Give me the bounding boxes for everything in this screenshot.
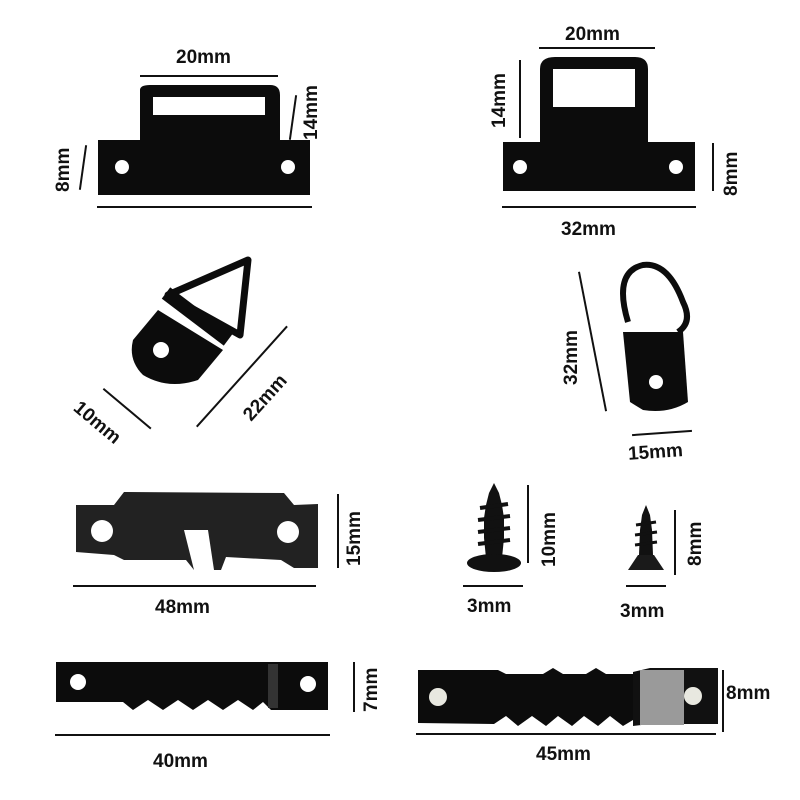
dim-label-base-height: 8mm: [721, 151, 742, 196]
dim-line: [674, 510, 676, 575]
dim-line: [78, 145, 88, 190]
ring-hanger-icon: [98, 85, 310, 195]
dim-line: [626, 585, 666, 587]
dim-label-ring-height: 14mm: [301, 85, 322, 140]
plate-hanger-icon: [76, 492, 318, 570]
dim-line: [722, 670, 724, 732]
dim-line: [632, 429, 692, 437]
dim-line: [712, 143, 714, 191]
dim-label-height: 8mm: [726, 683, 771, 704]
dim-label-ring-width: 20mm: [176, 47, 231, 68]
dim-line: [578, 271, 608, 412]
dim-line: [539, 47, 655, 49]
dim-line: [55, 734, 330, 736]
dim-label-length: 8mm: [685, 521, 706, 566]
dim-label-width: 45mm: [536, 744, 591, 765]
dim-line: [416, 733, 716, 735]
dim-label-height: 15mm: [344, 511, 365, 566]
dim-label-height: 7mm: [361, 667, 382, 712]
dim-line: [502, 206, 696, 208]
dim-line: [463, 585, 523, 587]
dim-label-ring-width: 20mm: [565, 24, 620, 45]
dim-line: [97, 206, 312, 208]
dim-line: [519, 60, 521, 138]
dim-label-length: 32mm: [561, 330, 582, 385]
dim-line: [527, 485, 529, 563]
dim-label-length: 10mm: [539, 512, 560, 567]
screw-icon: [467, 483, 521, 572]
sawtooth-strip-icon: [56, 662, 328, 710]
dim-label-width: 15mm: [627, 440, 684, 465]
dim-line: [73, 585, 316, 587]
dim-line: [140, 75, 278, 77]
dim-label-total-height: 14mm: [489, 73, 510, 128]
dim-label-width: 40mm: [153, 751, 208, 772]
d-ring-icon: [620, 261, 690, 411]
dim-line: [353, 662, 355, 712]
triangle-ring-icon: [131, 256, 252, 384]
ring-hanger-icon: [503, 57, 695, 191]
dim-label-diameter: 3mm: [467, 596, 512, 617]
dim-line: [337, 494, 339, 568]
screw-icon: [628, 505, 664, 570]
dim-label-base-height: 8mm: [53, 147, 74, 192]
sawtooth-strip-icon: [418, 668, 718, 726]
dim-label-width: 48mm: [155, 597, 210, 618]
dim-label-width: 10mm: [69, 397, 125, 449]
dim-label-base-width: 32mm: [561, 219, 616, 240]
dim-label-diameter: 3mm: [620, 601, 665, 622]
